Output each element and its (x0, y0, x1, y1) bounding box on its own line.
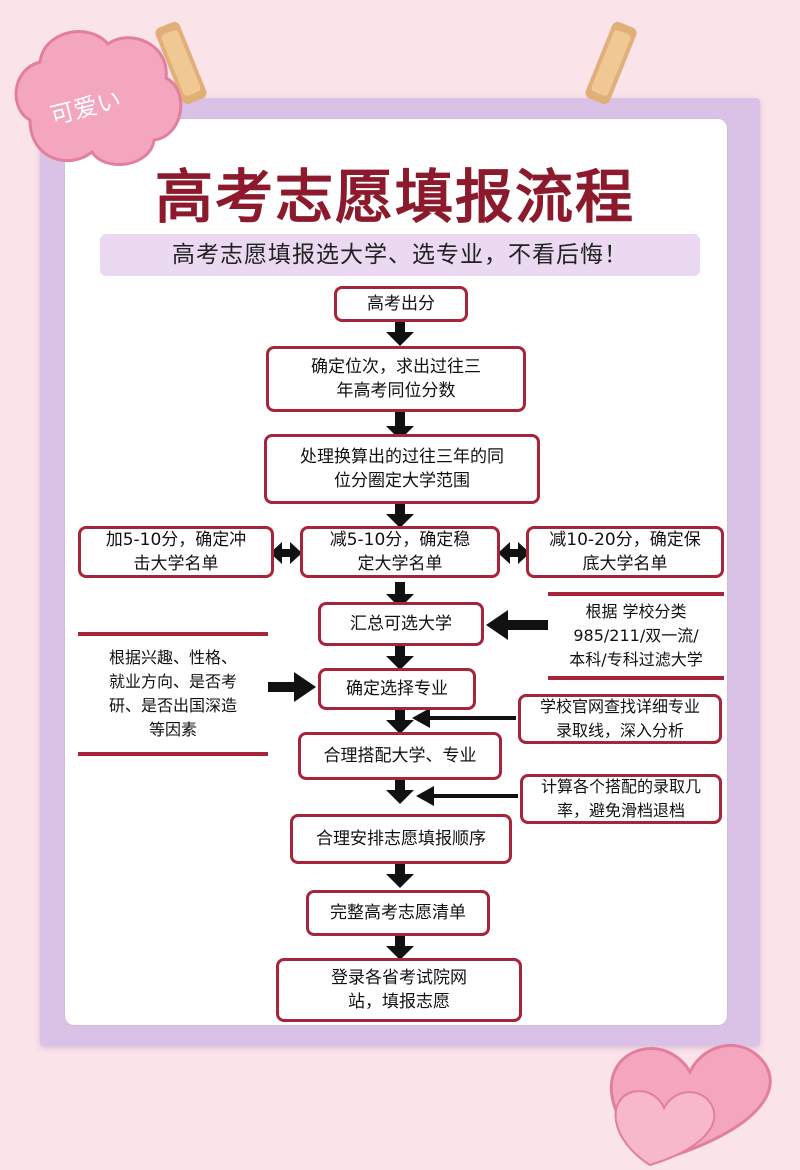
double-arrow-right (498, 542, 530, 564)
step-match-list: 减5-10分，确定稳 定大学名单 (300, 526, 500, 578)
note-filter-by-category: 根据 学校分类 985/211/双一流/ 本科/专科过滤大学 (569, 602, 703, 669)
arrow-down-3 (386, 504, 414, 528)
arrow-from-interest (268, 672, 316, 702)
step-complete-list: 完整高考志愿清单 (306, 890, 490, 936)
heart-small-icon (614, 1090, 716, 1167)
note-interest-factors: 根据兴趣、性格、 就业方向、是否考 研、是否出国深造 等因素 (108, 648, 237, 739)
clothespin-right-icon (585, 21, 637, 105)
step-arrange-order: 合理安排志愿填报顺序 (290, 814, 512, 864)
arrow-down-7 (386, 778, 414, 804)
step-reach-list: 加5-10分，确定冲 击大学名单 (78, 526, 274, 578)
step-match-college-major: 合理搭配大学、专业 (298, 732, 502, 780)
step-select-major: 确定选择专业 (318, 668, 476, 710)
arrow-down-4 (386, 582, 414, 608)
step-determine-rank: 确定位次，求出过往三 年高考同位分数 (266, 346, 526, 412)
clothespin-left-icon (155, 21, 207, 105)
step-summarize-colleges: 汇总可选大学 (318, 602, 484, 646)
arrow-down-6 (386, 708, 414, 734)
step-score-release: 高考出分 (334, 286, 468, 322)
arrow-down-2 (386, 412, 414, 440)
interest-note-top-line (78, 632, 268, 636)
cloud-badge-icon (14, 30, 183, 166)
note-official-site: 学校官网查找详细专业 录取线，深入分析 (518, 694, 722, 744)
step-define-range: 处理换算出的过往三年的同 位分圈定大学范围 (264, 434, 540, 504)
arrow-down-5 (386, 644, 414, 670)
step-submit-online: 登录各省考试院网 站，填报志愿 (276, 958, 522, 1022)
arrow-from-filter (486, 610, 548, 640)
page-title: 高考志愿填报流程 (154, 163, 635, 231)
filter-note-bottom-line (548, 676, 724, 680)
filter-note-top-line (548, 592, 724, 596)
double-arrow-left (270, 542, 302, 564)
step-safety-list: 减10-20分，确定保 底大学名单 (526, 526, 724, 578)
arrow-from-official (412, 708, 516, 728)
interest-note-bottom-line (78, 752, 268, 756)
page-subtitle: 高考志愿填报选大学、选专业，不看后悔！ (100, 234, 700, 276)
arrow-from-probability (416, 786, 518, 806)
arrow-down-1 (386, 320, 414, 346)
note-admission-probability: 计算各个搭配的录取几 率，避免滑档退档 (520, 774, 722, 824)
arrow-down-8 (386, 862, 414, 888)
arrow-down-9 (386, 936, 414, 960)
